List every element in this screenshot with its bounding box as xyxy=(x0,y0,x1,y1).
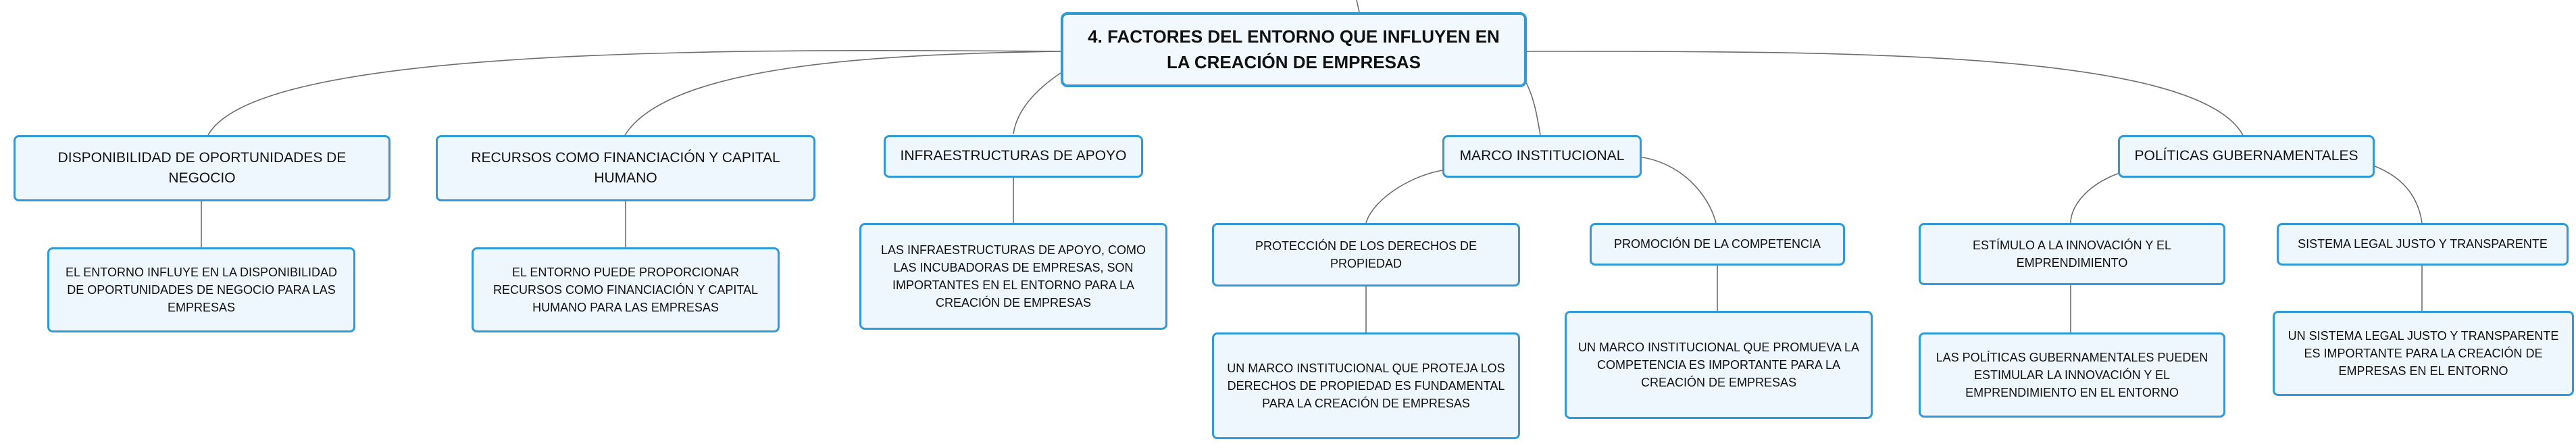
sub-property-rights[interactable]: PROTECCIÓN DE LOS DERECHOS DE PROPIEDAD xyxy=(1212,223,1520,287)
detail-innovation[interactable]: LAS POLÍTICAS GUBERNAMENTALES PUEDEN EST… xyxy=(1919,332,2225,418)
connector-root-top xyxy=(1356,0,1360,13)
connector-institutional-property xyxy=(1365,170,1443,224)
connector-policies-legal xyxy=(2371,164,2423,224)
detail-property-rights[interactable]: UN MARCO INSTITUCIONAL QUE PROTEJA LOS D… xyxy=(1212,332,1520,439)
detail-resources[interactable]: EL ENTORNO PUEDE PROPORCIONAR RECURSOS C… xyxy=(472,247,780,332)
connector-root-opportunities xyxy=(207,49,1061,136)
detail-opportunities[interactable]: EL ENTORNO INFLUYE EN LA DISPONIBILIDAD … xyxy=(47,247,355,332)
connector-root-infrastructure xyxy=(1013,72,1061,134)
detail-infrastructure[interactable]: LAS INFRAESTRUCTURAS DE APOYO, COMO LAS … xyxy=(859,223,1167,330)
sub-legal-system[interactable]: SISTEMA LEGAL JUSTO Y TRANSPARENTE xyxy=(2277,223,2569,266)
connector-root-institutional xyxy=(1523,77,1541,136)
connector-institutional-competition xyxy=(1638,156,1717,224)
detail-competition[interactable]: UN MARCO INSTITUCIONAL QUE PROMUEVA LA C… xyxy=(1565,311,1873,419)
connector-root-policies xyxy=(1523,51,2244,136)
branch-opportunities[interactable]: DISPONIBILIDAD DE OPORTUNIDADES DE NEGOC… xyxy=(14,135,390,201)
root-node[interactable]: 4. FACTORES DEL ENTORNO QUE INFLUYEN EN … xyxy=(1061,12,1527,87)
branch-infrastructure[interactable]: INFRAESTRUCTURAS DE APOYO xyxy=(884,135,1143,178)
sub-competition[interactable]: PROMOCIÓN DE LA COMPETENCIA xyxy=(1590,223,1845,266)
connector-root-resources xyxy=(624,51,1061,136)
detail-legal-system[interactable]: UN SISTEMA LEGAL JUSTO Y TRANSPARENTE ES… xyxy=(2273,311,2574,396)
branch-institutional[interactable]: MARCO INSTITUCIONAL xyxy=(1442,135,1642,178)
sub-innovation[interactable]: ESTÍMULO A LA INNOVACIÓN Y EL EMPRENDIMI… xyxy=(1919,223,2225,285)
branch-resources[interactable]: RECURSOS COMO FINANCIACIÓN Y CAPITAL HUM… xyxy=(436,135,815,201)
branch-policies[interactable]: POLÍTICAS GUBERNAMENTALES xyxy=(2118,135,2375,178)
